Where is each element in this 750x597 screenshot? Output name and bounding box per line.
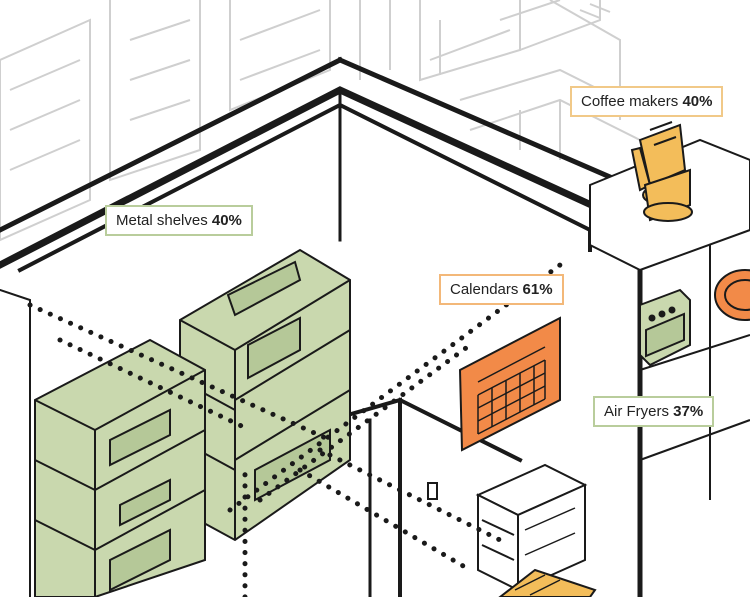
dotted-path (27, 262, 563, 597)
callout-value: 37% (673, 403, 704, 420)
plate-icon (714, 269, 750, 321)
callout-metal-shelves: Metal shelves 40% (105, 205, 253, 236)
background-room (0, 0, 641, 242)
callout-name: Coffee makers (581, 93, 683, 110)
callout-calendars: Calendars 61% (439, 274, 564, 305)
metal-shelf-icon (34, 338, 206, 597)
callout-value: 40% (682, 93, 713, 110)
callout-coffee-makers: Coffee makers 40% (570, 86, 724, 117)
callout-air-fryers: Air Fryers 37% (593, 396, 715, 427)
light-switch-icon (427, 482, 438, 500)
callout-value: 61% (522, 281, 553, 298)
callout-name: Metal shelves (116, 212, 212, 229)
coffee-maker-icon (630, 121, 693, 222)
callout-name: Air Fryers (604, 403, 674, 420)
tray-icon (498, 568, 597, 597)
calendar-icon (458, 316, 561, 452)
file-cabinet-icon (475, 463, 588, 592)
callout-value: 40% (211, 212, 242, 229)
air-fryer-icon (639, 288, 691, 367)
callout-name: Calendars (450, 281, 523, 298)
